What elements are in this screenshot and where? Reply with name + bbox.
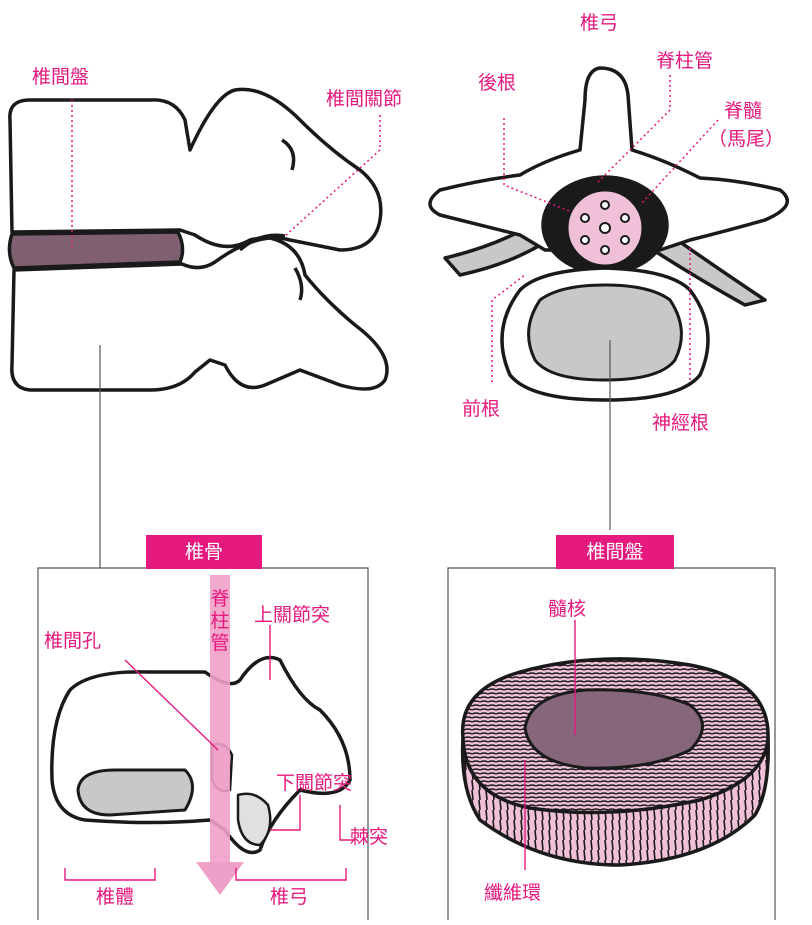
- single-vertebra-illustration: [52, 658, 350, 853]
- label-inferior-process: 下關節突: [276, 772, 352, 794]
- label-canal: 脊柱管: [656, 50, 713, 72]
- header-disc: 椎間盤: [556, 535, 674, 569]
- header-vertebra: 椎骨: [146, 535, 262, 569]
- label-arch-bottom: 椎弓: [270, 886, 308, 908]
- label-posterior-root: 後根: [478, 72, 516, 94]
- label-canal-vertical: 脊柱管: [209, 588, 231, 654]
- label-annulus: 纖維環: [484, 882, 541, 904]
- label-facet-joint: 椎間關節: [326, 88, 402, 110]
- label-nucleus: 髓核: [548, 598, 586, 620]
- intervertebral-disc: [9, 232, 182, 268]
- label-arch: 椎弓: [580, 12, 618, 34]
- label-cauda-equina: （馬尾）: [708, 128, 784, 150]
- lateral-spine-illustration: [9, 89, 387, 390]
- label-anterior-root: 前根: [462, 398, 500, 420]
- label-nerve-root: 神經根: [652, 412, 709, 434]
- disc-illustration: [463, 659, 769, 865]
- label-body: 椎體: [96, 886, 134, 908]
- label-spinal-cord: 脊髓: [724, 100, 762, 122]
- label-disc: 椎間盤: [32, 66, 89, 88]
- label-superior-process: 上關節突: [254, 604, 330, 626]
- upper-vertebra: [10, 89, 381, 250]
- nucleus: [525, 690, 703, 768]
- label-spinous-process: 棘突: [350, 826, 388, 848]
- label-foramen: 椎間孔: [44, 630, 101, 652]
